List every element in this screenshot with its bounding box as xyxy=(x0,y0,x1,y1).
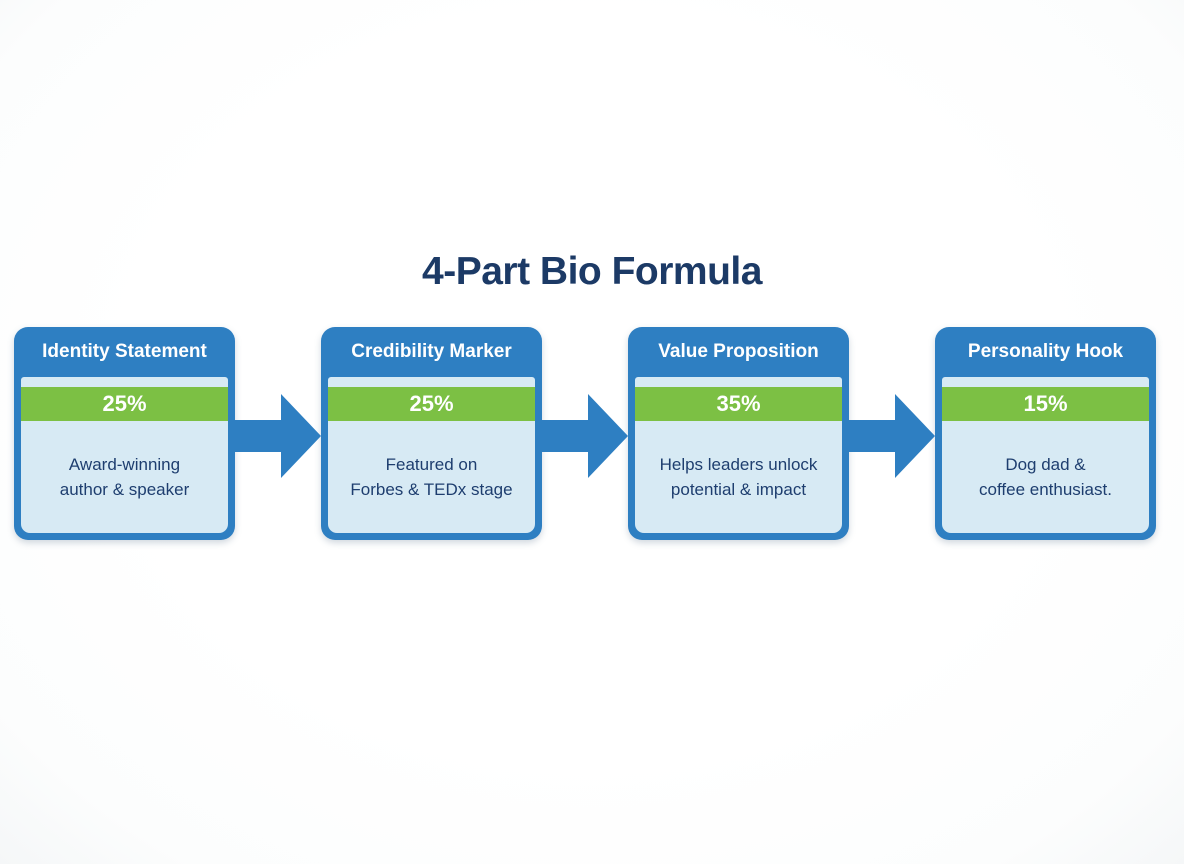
divider xyxy=(942,377,1149,387)
step-card-credibility-marker: Credibility Marker 25% Featured on Forbe… xyxy=(321,327,542,540)
divider xyxy=(328,377,535,387)
arrow-right-icon xyxy=(235,327,321,540)
divider xyxy=(635,377,842,387)
step-title: Identity Statement xyxy=(42,341,207,362)
arrow-right-icon xyxy=(849,327,935,540)
divider xyxy=(21,377,228,387)
step-description: Dog dad & coffee enthusiast. xyxy=(979,454,1112,500)
step-description: Helps leaders unlock potential & impact xyxy=(659,454,818,500)
percent-badge: 25% xyxy=(328,387,535,421)
page-title: 4-Part Bio Formula xyxy=(422,250,762,293)
step-title: Value Proposition xyxy=(658,341,819,362)
step-title: Credibility Marker xyxy=(351,341,512,362)
step-card-body: 15% Dog dad & coffee enthusiast. xyxy=(942,377,1149,533)
steps-row: Identity Statement 25% Award-winning aut… xyxy=(14,327,1156,540)
step-card-body: 35% Helps leaders unlock potential & imp… xyxy=(635,377,842,533)
step-card-body: 25% Award-winning author & speaker xyxy=(21,377,228,533)
step-description: Featured on Forbes & TEDx stage xyxy=(350,454,513,500)
step-card-identity-statement: Identity Statement 25% Award-winning aut… xyxy=(14,327,235,540)
step-card-value-proposition: Value Proposition 35% Helps leaders unlo… xyxy=(628,327,849,540)
percent-badge: 15% xyxy=(942,387,1149,421)
step-card-body: 25% Featured on Forbes & TEDx stage xyxy=(328,377,535,533)
step-title: Personality Hook xyxy=(967,341,1124,362)
arrow-right-icon xyxy=(542,327,628,540)
percent-badge: 25% xyxy=(21,387,228,421)
percent-badge: 35% xyxy=(635,387,842,421)
step-card-personality-hook: Personality Hook 15% Dog dad & coffee en… xyxy=(935,327,1156,540)
step-description: Award-winning author & speaker xyxy=(59,454,190,500)
